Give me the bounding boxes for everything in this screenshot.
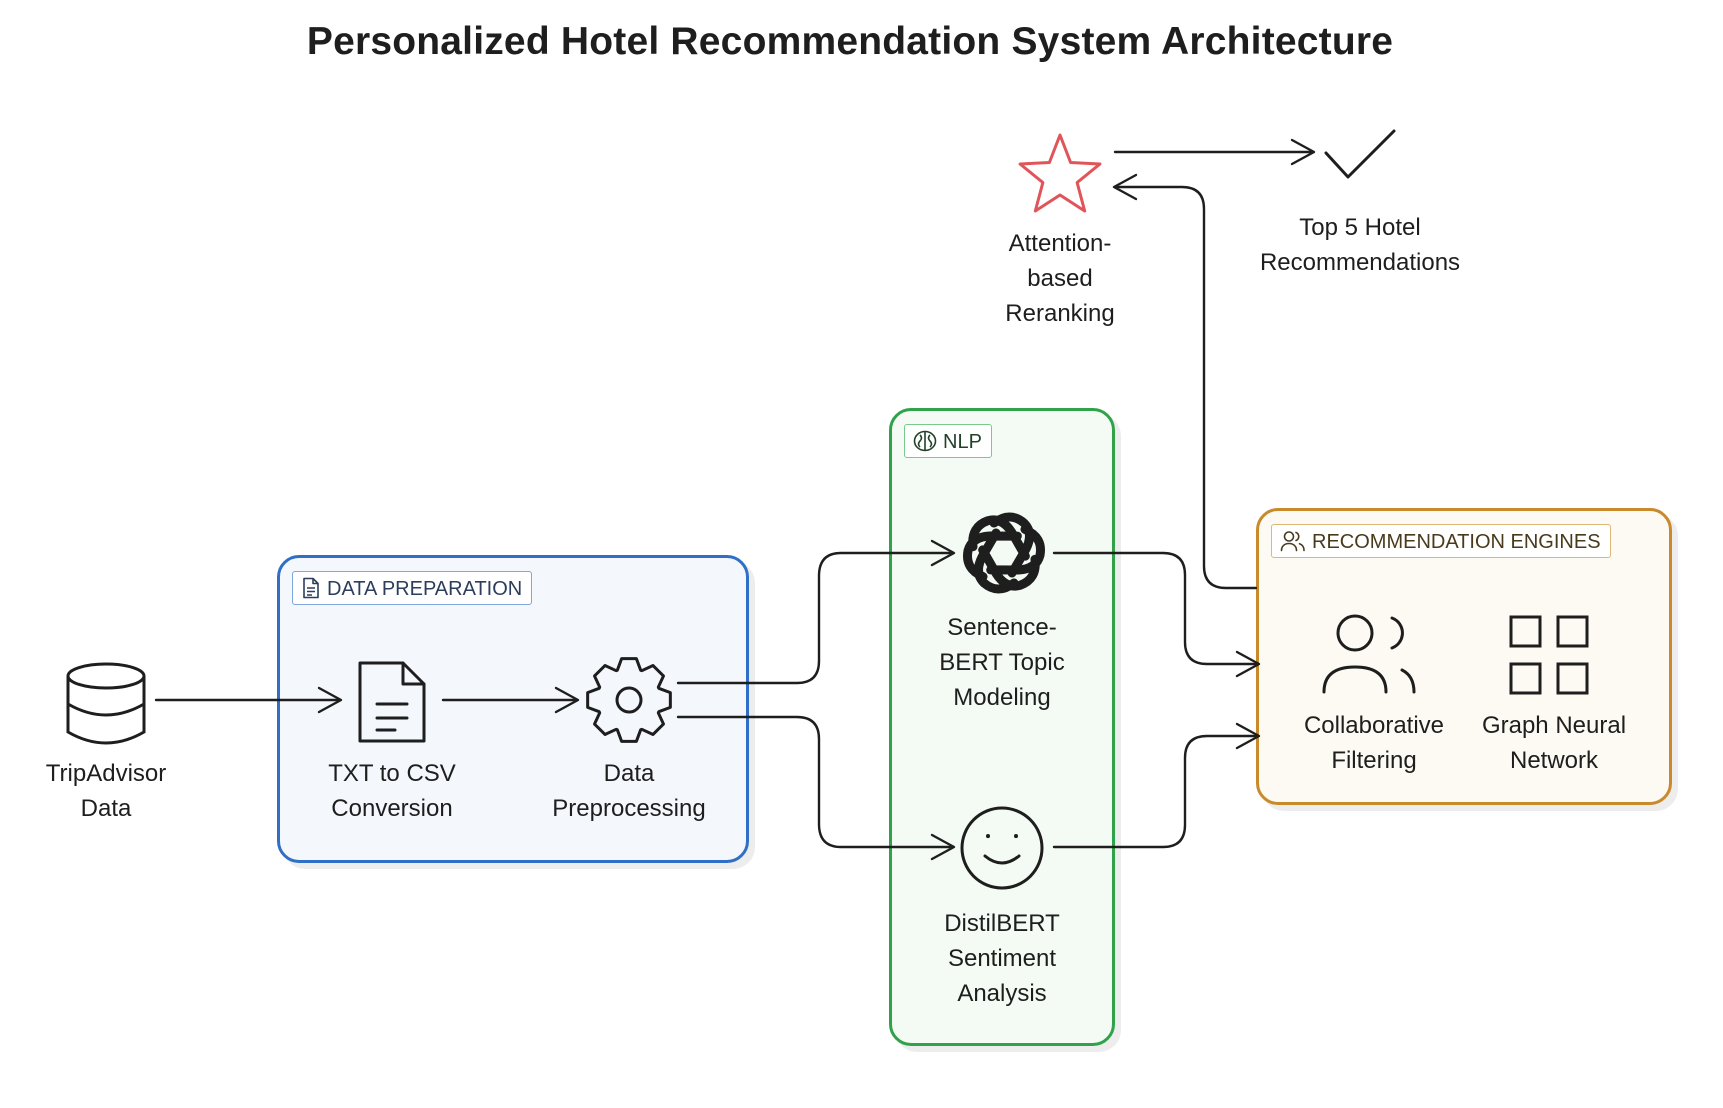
users-icon — [1280, 531, 1305, 552]
openai-petal — [968, 515, 1030, 561]
recommendation-engines-tag: RECOMMENDATION ENGINES — [1271, 524, 1611, 558]
gear-icon — [586, 657, 672, 743]
attention-reranking-label: Attention- based Reranking — [1005, 230, 1115, 327]
document-icon — [303, 577, 319, 599]
distilbert-label: DistilBERT Sentiment Analysis — [944, 910, 1060, 1007]
data-preprocessing-label: Data Preprocessing — [552, 760, 706, 822]
top5-recommendations-label: Top 5 Hotel Recommendations — [1259, 214, 1461, 276]
graph-neural-network-label: Graph Neural Network — [1481, 712, 1627, 774]
document-icon — [358, 661, 426, 743]
recommendation-engines-tag-label: RECOMMENDATION ENGINES — [1312, 531, 1601, 553]
openai-petal — [989, 512, 1034, 578]
arrow-engines-to-reranking — [1113, 185, 1258, 590]
openai-petal — [974, 528, 1019, 594]
openai-petal — [963, 531, 1022, 582]
data-preparation-tag-label: DATA PREPARATION — [327, 578, 523, 600]
openai-petal — [986, 524, 1045, 575]
smiley-icon — [960, 806, 1044, 890]
arrow-distilbert-to-engines — [1052, 734, 1260, 849]
star-icon — [1018, 133, 1102, 213]
grid-icon — [1509, 615, 1589, 695]
tripadvisor-data-label: TripAdvisor Data — [45, 760, 167, 822]
database-icon — [66, 662, 146, 745]
arrow-sbert-to-engines — [1052, 551, 1260, 666]
txt-to-csv-label: TXT to CSV Conversion — [328, 760, 456, 822]
checkmark-icon — [1324, 129, 1396, 179]
arrow-preprocessing-to-sbert — [676, 551, 955, 685]
users-icon — [1322, 614, 1416, 694]
openai-petal — [978, 545, 1040, 591]
sentence-bert-label: Sentence- BERT Topic Modeling — [939, 614, 1065, 711]
openai-icon — [963, 512, 1045, 594]
collaborative-filtering-label: Collaborative Filtering — [1303, 712, 1445, 774]
data-preparation-tag: DATA PREPARATION — [292, 571, 533, 605]
brain-icon — [913, 430, 937, 452]
arrow-preprocessing-to-distilbert — [676, 715, 955, 849]
data-preparation-group — [277, 555, 749, 863]
nlp-tag: NLP — [904, 424, 992, 458]
diagram-title: Personalized Hotel Recommendation System… — [306, 20, 1394, 63]
nlp-tag-label: NLP — [943, 431, 982, 453]
